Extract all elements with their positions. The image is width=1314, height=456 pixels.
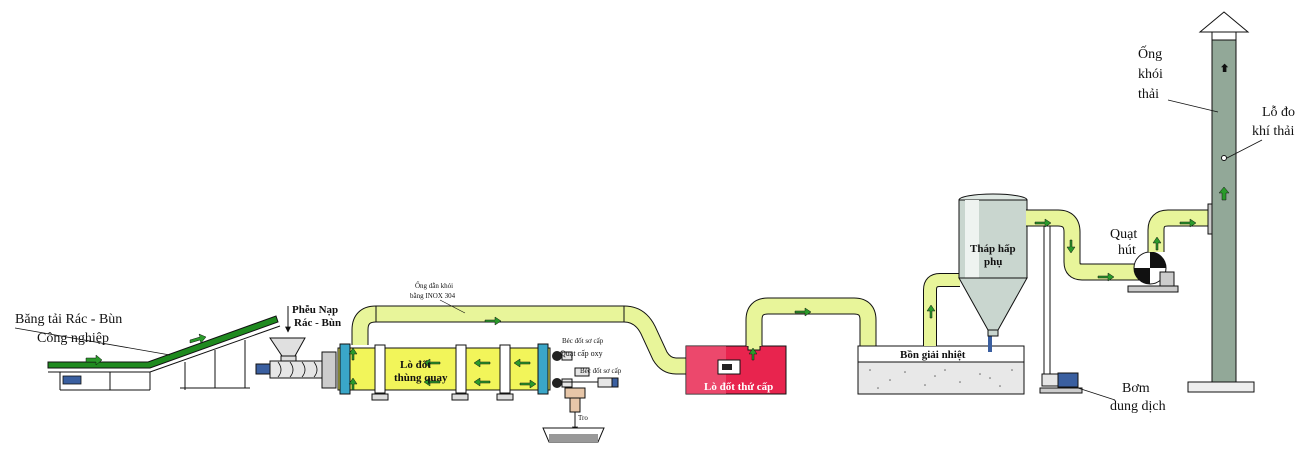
tower-label-line2: phụ [984, 256, 1002, 268]
oxy-fan-label: Quạt cấp oxy [560, 349, 603, 358]
duct-to-fan [1026, 209, 1140, 282]
duct-label-line2: bằng INOX 304 [410, 292, 456, 300]
chimney [1187, 11, 1255, 393]
flow-arrow-icon [926, 304, 936, 319]
flow-arrow-icon [748, 347, 758, 361]
pump-label-line1: Bơm [1122, 381, 1150, 396]
exhaust-fan [1127, 209, 1210, 293]
flow-arrow-icon [348, 377, 358, 391]
flow-arrow-icon [519, 379, 537, 389]
measure-hole-label-line2: khí thải [1252, 124, 1294, 139]
chimney-label-line2: khói [1138, 67, 1163, 82]
conveyor [47, 315, 281, 391]
hopper-label-line1: Phễu Nạp [292, 304, 338, 316]
flow-arrow-icon [1066, 239, 1076, 254]
burners [552, 351, 619, 388]
measure-hole-label-line1: Lỗ đo [1262, 105, 1295, 120]
duct-label-line1: Ống dẫn khói [415, 282, 453, 290]
flow-arrow-icon [85, 354, 103, 366]
secondary-chamber-label: Lò đốt thứ cấp [704, 381, 773, 393]
fan-label-line2: hút [1118, 243, 1136, 258]
flow-arrow-icon [1218, 186, 1230, 201]
flow-arrow-icon [513, 358, 531, 368]
feed-screw [255, 351, 337, 389]
flow-arrow-icon [1152, 236, 1162, 251]
kiln-label-line2: thùng quay [394, 372, 448, 384]
pump-label-line2: dung dịch [1110, 399, 1166, 414]
flow-arrow-icon [423, 377, 441, 387]
chimney-label-line1: Ống [1138, 44, 1162, 62]
primary-burner-label-1: Béc đốt sơ cấp [562, 337, 604, 345]
flow-arrow-icon [794, 307, 812, 317]
flow-arrow-icon [189, 333, 207, 344]
ash-label: Tro [578, 414, 588, 422]
flow-arrow-icon [484, 316, 502, 326]
tower-label-line1: Tháp hấp [970, 243, 1016, 255]
conveyor-label-line2: Công nghiệp [37, 331, 109, 346]
kiln-label-line1: Lò đốt [400, 359, 431, 371]
cooling-tank [857, 334, 1025, 395]
flow-arrow-icon [473, 377, 491, 387]
conveyor-label-line1: Băng tải Rác - Bùn [15, 312, 122, 327]
flow-arrow-icon [1179, 218, 1197, 228]
ash-chute [542, 387, 605, 443]
rotary-kiln [337, 343, 551, 401]
primary-burner-label-2: Béc đốt sơ cấp [580, 367, 622, 375]
conveyor-motor [62, 375, 82, 385]
cooling-tank-label: Bồn giải nhiệt [900, 349, 966, 361]
flow-arrow-icon [423, 358, 441, 368]
feed-hopper [269, 306, 306, 365]
flow-arrow-icon [1097, 272, 1115, 282]
flow-arrow-icon [1034, 218, 1052, 228]
flow-arrow-icon [473, 358, 491, 368]
fan-label-line1: Quạt [1110, 227, 1137, 242]
secondary-chamber [685, 341, 787, 395]
inox-duct [351, 305, 690, 375]
hopper-label-line2: Rác - Bùn [294, 317, 341, 329]
flow-arrow-icon [348, 347, 358, 361]
duct-to-tower [923, 273, 960, 346]
chimney-label-line3: thải [1138, 87, 1159, 102]
recirculation-pump [1027, 225, 1116, 401]
duct-to-cooling [745, 297, 877, 346]
absorption-tower [958, 193, 1028, 337]
